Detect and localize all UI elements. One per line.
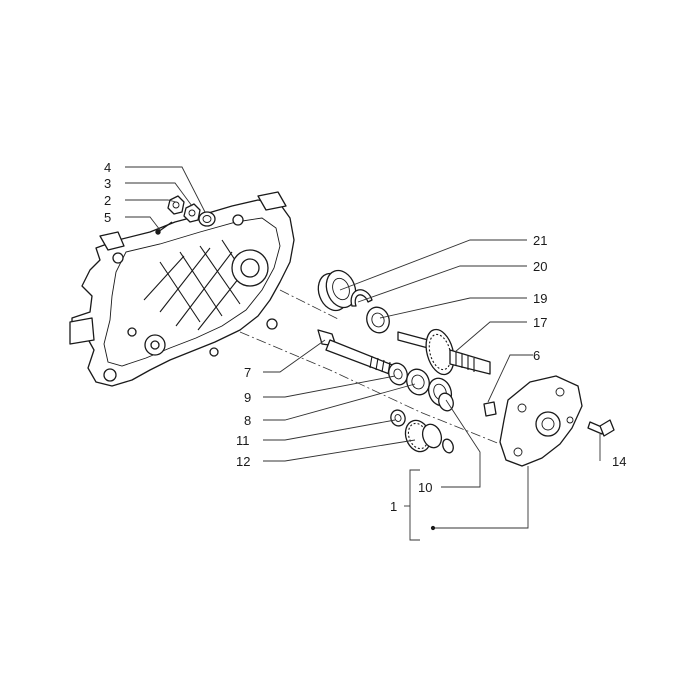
callout-3: 3 — [104, 176, 111, 191]
wheel-shaft-17 — [397, 328, 491, 376]
leader-lines — [125, 166, 601, 541]
callout-labels: 4 3 2 5 21 20 19 17 6 7 9 8 11 12 10 14 … — [104, 160, 626, 514]
bearing-21 — [317, 269, 357, 312]
transmission-cover — [499, 375, 583, 467]
callout-19: 19 — [533, 291, 547, 306]
callout-12: 12 — [236, 454, 250, 469]
crankcase — [69, 191, 295, 387]
screw-14 — [587, 419, 615, 437]
nut-2 — [167, 195, 185, 215]
callout-7: 7 — [244, 365, 251, 380]
callout-6: 6 — [533, 348, 540, 363]
pin-5 — [155, 221, 173, 235]
callout-14: 14 — [612, 454, 626, 469]
callout-21: 21 — [533, 233, 547, 248]
nut-3 — [183, 203, 201, 223]
dowel-6 — [483, 401, 497, 417]
callout-17: 17 — [533, 315, 547, 330]
callout-5: 5 — [104, 210, 111, 225]
callout-10: 10 — [418, 480, 432, 495]
gear-12 — [404, 419, 454, 454]
assembly-axis — [239, 289, 521, 453]
seal-19 — [366, 306, 390, 334]
bush-4 — [198, 211, 216, 227]
callout-11: 11 — [236, 433, 250, 448]
callout-1: 1 — [390, 499, 397, 514]
callout-4: 4 — [104, 160, 111, 175]
bearing-10 — [427, 377, 454, 412]
circlip-20 — [350, 289, 373, 307]
callout-2: 2 — [104, 193, 111, 208]
callout-8: 8 — [244, 413, 251, 428]
callout-9: 9 — [244, 390, 251, 405]
drive-shaft-7 — [317, 329, 401, 379]
washer-11 — [390, 409, 406, 427]
callout-20: 20 — [533, 259, 547, 274]
